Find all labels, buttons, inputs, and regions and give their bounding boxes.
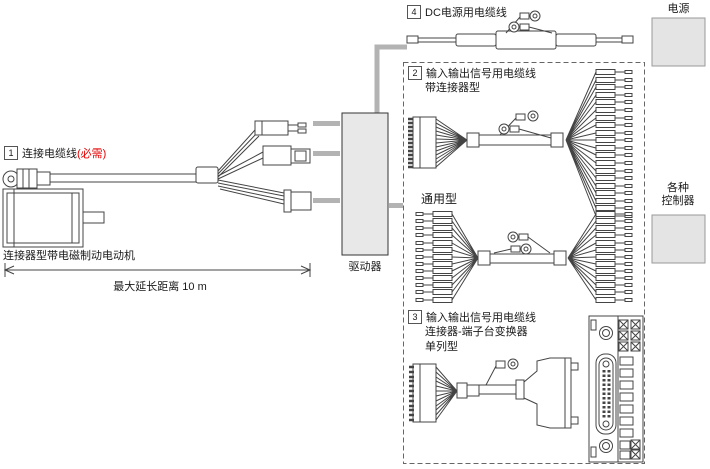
max-distance-label: 最大延长距离 10 m — [113, 281, 207, 293]
io-cable-connector-type-illustration — [408, 69, 633, 219]
power-supply-box — [651, 17, 706, 67]
terminal-block-illustration — [588, 315, 644, 463]
controllers-label-line1: 各种 — [667, 182, 689, 194]
required-note: (必需) — [77, 148, 107, 160]
section2-subtitle: 带连接器型 — [425, 82, 480, 94]
driver-label: 驱动器 — [348, 261, 382, 273]
motor-caption: 连接器型带电磁制动电动机 — [3, 250, 135, 262]
section2-number-badge: 2 — [408, 66, 422, 80]
section3-subtitle2: 单列型 — [425, 341, 458, 353]
section3-subtitle: 连接器-端子台变换器 — [425, 326, 528, 338]
section4-number-badge: 4 — [407, 5, 421, 19]
section3-title: 输入输出信号用电缆线 — [426, 312, 536, 324]
section2-label: 2 输入输出信号用电缆线 — [408, 66, 536, 81]
general-type-label: 通用型 — [421, 192, 458, 206]
section4-title: DC电源用电缆线 — [425, 7, 507, 19]
section3-label: 3 输入输出信号用电缆线 — [408, 310, 536, 325]
section3-number-badge: 3 — [408, 310, 422, 324]
io-options-dashed-box — [403, 62, 645, 464]
section1-number-badge: 1 — [4, 146, 18, 160]
power-label: 电源 — [667, 3, 690, 15]
motor-link-3 — [313, 198, 340, 203]
motor-connection-cable — [50, 120, 312, 213]
driver-to-io-link — [389, 203, 403, 208]
dc-power-cable-illustration — [406, 10, 634, 50]
section2-title: 输入输出信号用电缆线 — [426, 68, 536, 80]
section1-label: 1 连接电缆线(必需) — [4, 146, 106, 161]
driver-to-power-link — [374, 44, 407, 113]
driver-box — [341, 112, 389, 256]
controllers-label: 各种 控制器 — [648, 182, 708, 208]
driver-link-lines — [313, 44, 407, 208]
motor-illustration — [2, 168, 105, 248]
distance-arrow — [3, 263, 312, 277]
motor-shaft — [82, 211, 105, 224]
io-cable-general-type-illustration — [415, 211, 633, 303]
motor-link-1 — [313, 121, 340, 126]
section4-label: 4 DC电源用电缆线 — [407, 5, 507, 20]
motor-link-2 — [313, 151, 340, 156]
section1-title: 连接电缆线 — [22, 148, 77, 160]
controller-box — [651, 214, 706, 264]
controllers-label-line2: 控制器 — [661, 195, 695, 207]
io-cable-terminal-converter-illustration — [409, 357, 579, 429]
